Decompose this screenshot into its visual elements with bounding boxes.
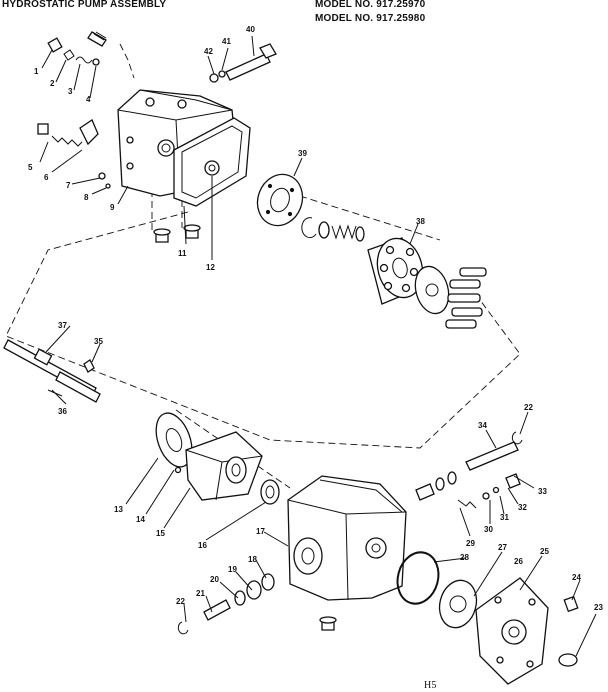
callout-19: 19	[228, 565, 237, 574]
callout-41: 41	[222, 37, 231, 46]
callout-13: 13	[114, 505, 123, 514]
callout-34: 34	[478, 421, 487, 430]
callout-16: 16	[198, 541, 207, 550]
front-housing-parts-13-16	[155, 412, 280, 505]
callout-21: 21	[196, 589, 205, 598]
callout-leaders	[39, 35, 597, 657]
main-pump-housing-17	[287, 475, 407, 631]
callout-24: 24	[572, 573, 581, 582]
callout-1: 1	[34, 67, 39, 76]
callout-17: 17	[256, 527, 265, 536]
callout-5: 5	[28, 163, 33, 172]
model-number-1: MODEL NO. 917.25970	[315, 0, 426, 10]
callout-38: 38	[416, 217, 425, 226]
callout-35: 35	[94, 337, 103, 346]
page-code: H5	[424, 680, 437, 691]
callout-3: 3	[68, 87, 73, 96]
callout-40: 40	[246, 25, 255, 34]
lower-small-parts-18-22	[177, 573, 275, 635]
relief-valve-parts-40-42	[209, 43, 277, 83]
callout-30: 30	[484, 525, 493, 534]
callout-4: 4	[86, 95, 91, 104]
callout-8: 8	[84, 193, 89, 202]
callout-22-lower: 22	[176, 597, 185, 606]
swash-plate-39	[256, 173, 304, 227]
callout-6: 6	[44, 173, 49, 182]
callout-42: 42	[204, 47, 213, 56]
diagram-title: HYDROSTATIC PUMP ASSEMBLY	[2, 0, 167, 10]
callout-28: 28	[460, 553, 469, 562]
callout-9: 9	[110, 203, 115, 212]
callout-27: 27	[498, 543, 507, 552]
callout-2: 2	[50, 79, 55, 88]
callout-15: 15	[156, 529, 165, 538]
callout-29: 29	[466, 539, 475, 548]
callout-labels: 1 2 3 4 5 6 7 8 9 11 12 13 14 15 16 17 1…	[28, 25, 603, 612]
model-number-2: MODEL NO. 917.25980	[315, 13, 426, 24]
callout-36: 36	[58, 407, 67, 416]
drive-shaft-37	[3, 339, 101, 403]
callout-23: 23	[594, 603, 603, 612]
spring-and-rings	[301, 217, 365, 242]
callout-26: 26	[514, 557, 523, 566]
small-parts-1-8	[37, 31, 111, 189]
callout-14: 14	[136, 515, 145, 524]
assembly-guide-lines	[5, 43, 521, 489]
gasket-11	[173, 117, 251, 207]
callout-11: 11	[178, 249, 187, 258]
callout-18: 18	[248, 555, 257, 564]
callout-12: 12	[206, 263, 215, 272]
block-plugs	[153, 224, 201, 243]
callout-25: 25	[540, 547, 549, 556]
check-valve-parts-29-34	[415, 431, 523, 509]
callout-7: 7	[66, 181, 71, 190]
callout-39: 39	[298, 149, 307, 158]
callout-31: 31	[500, 513, 509, 522]
callout-33: 33	[538, 487, 547, 496]
callout-32: 32	[518, 503, 527, 512]
end-cover-parts-26-28	[396, 551, 579, 685]
callout-37: 37	[58, 321, 67, 330]
callout-22-upper: 22	[524, 403, 533, 412]
cylinder-barrel-38	[367, 237, 487, 329]
callout-20: 20	[210, 575, 219, 584]
